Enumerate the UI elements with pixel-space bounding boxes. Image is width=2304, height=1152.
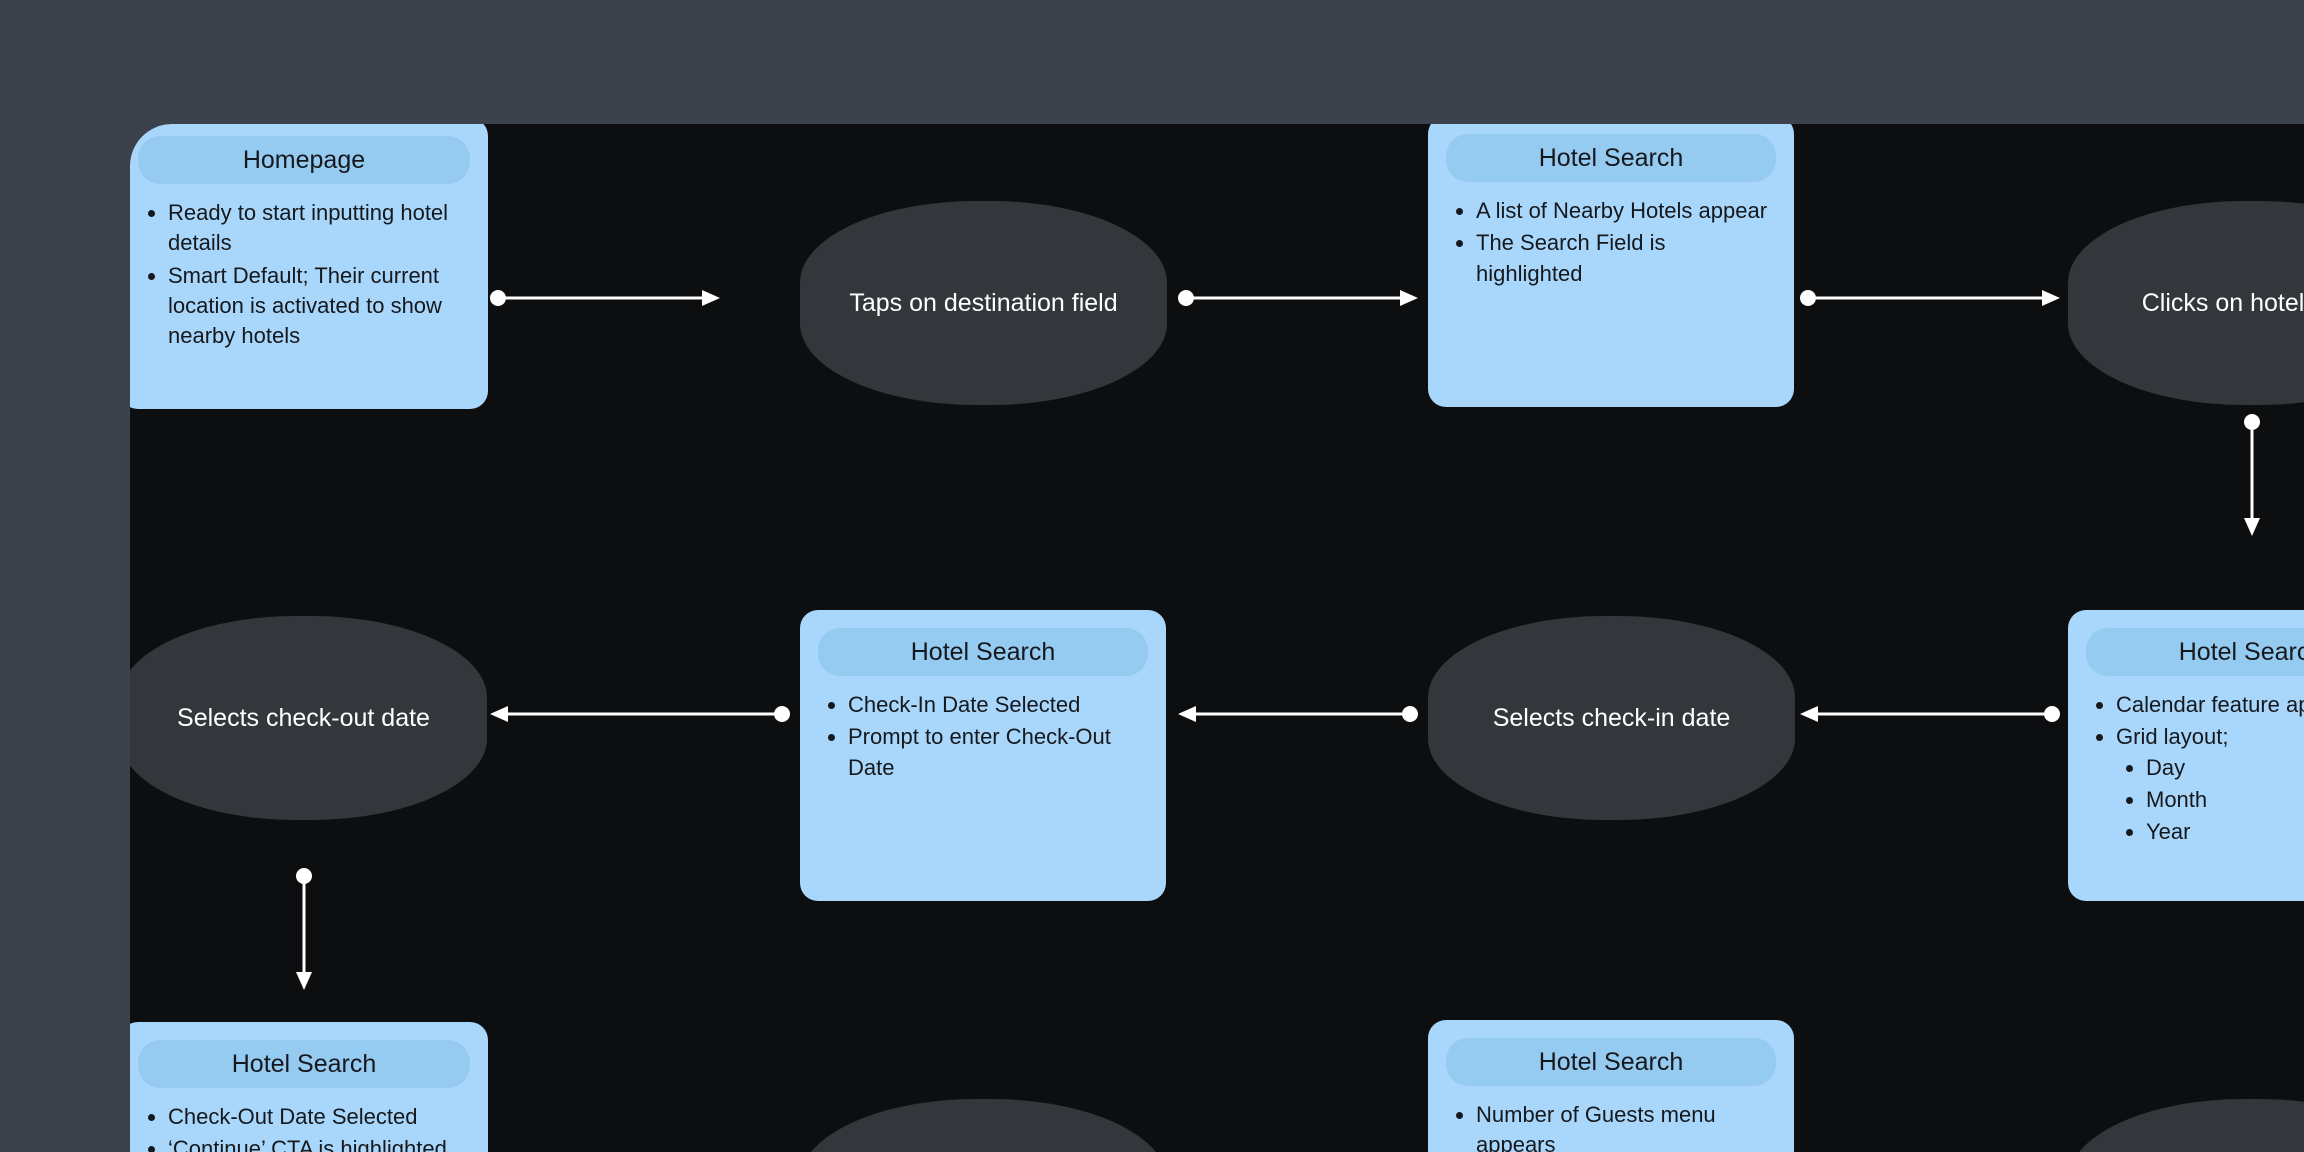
action-node-label: Taps on destination field [849,288,1118,317]
screen-card-title: Hotel Search [1446,1038,1776,1086]
screen-card-title: Hotel Search [2086,628,2304,676]
connector-hotel-search-to-clicks-hotel [1800,286,2060,310]
action-node-label: Clicks on hotel from [2141,288,2304,317]
action-node-selects-checkout[interactable]: Selects check-out date [130,616,487,820]
list-item: Number of Guests menu appears [1476,1100,1776,1152]
action-node-selects-guests[interactable]: Selects number of g [2068,1099,2304,1152]
nested-list-item: Month [2146,785,2304,815]
nested-list-item: Year [2146,817,2304,847]
screen-card-bullets: A list of Nearby Hotels appear The Searc… [1446,196,1776,289]
screen-card-bullets: Check-Out Date Selected ‘Continue’ CTA i… [138,1102,470,1152]
connector-calendar-to-selects-checkin [1800,702,2060,726]
list-item: Prompt to enter Check-Out Date [848,722,1148,783]
connector-selects-checkin-to-checkin-card [1178,702,1418,726]
screen-card-bullets: Number of Guests menu appears [1446,1100,1776,1152]
screen-card-bullets: Calendar feature appears Grid layout; Da… [2086,690,2304,848]
list-item: Calendar feature appears [2116,690,2304,720]
screen-card-hotel-search-calendar[interactable]: Hotel Search Calendar feature appears Gr… [2068,610,2304,901]
connector-taps-to-hotel-search [1178,286,1418,310]
screen-card-title: Hotel Search [1446,134,1776,182]
screen-card-hotel-search-nearby[interactable]: Hotel Search A list of Nearby Hotels app… [1428,124,1794,407]
connector-clicks-hotel-to-calendar [2240,414,2264,536]
nested-list-item: Day [2146,753,2304,783]
diagram-canvas[interactable]: Homepage Ready to start inputting hotel … [130,124,2304,1152]
action-node-clicks-hotel[interactable]: Clicks on hotel from [2068,201,2304,405]
screen-card-title: Homepage [138,136,470,184]
action-node-label: Selects check-out date [177,703,430,732]
list-item: ‘Continue’ CTA is highlighted [168,1134,470,1152]
screen-card-title: Hotel Search [138,1040,470,1088]
screen-card-bullets: Check-In Date Selected Prompt to enter C… [818,690,1148,783]
action-node-selects-checkin[interactable]: Selects check-in date [1428,616,1795,820]
screen-card-homepage[interactable]: Homepage Ready to start inputting hotel … [130,124,488,409]
action-node-taps-destination[interactable]: Taps on destination field [800,201,1167,405]
action-node-clicks-continue[interactable]: Clicks ‘Continue’ CTA [800,1099,1167,1152]
screen-card-bullets: Ready to start inputting hotel details S… [138,198,470,352]
connector-selects-checkout-to-checkout-card [292,868,316,990]
action-node-label: Selects check-in date [1492,703,1731,732]
screen-card-hotel-search-checkout[interactable]: Hotel Search Check-Out Date Selected ‘Co… [130,1022,488,1152]
list-item: Smart Default; Their current location is… [168,261,470,352]
screen-card-title: Hotel Search [818,628,1148,676]
list-item: Check-Out Date Selected [168,1102,470,1132]
nested-list: Day Month Year [2116,753,2304,848]
list-item-label: Grid layout; [2116,724,2229,750]
list-item: A list of Nearby Hotels appear [1476,196,1776,226]
list-item: Check-In Date Selected [848,690,1148,720]
connector-checkin-card-to-selects-checkout [490,702,790,726]
screen-card-hotel-search-checkin[interactable]: Hotel Search Check-In Date Selected Prom… [800,610,1166,901]
screen-card-hotel-search-guests[interactable]: Hotel Search Number of Guests menu appea… [1428,1020,1794,1152]
list-item: Grid layout; Day Month Year [2116,722,2304,847]
list-item: The Search Field is highlighted [1476,228,1776,289]
list-item: Ready to start inputting hotel details [168,198,470,259]
connector-homepage-to-taps [490,286,720,310]
